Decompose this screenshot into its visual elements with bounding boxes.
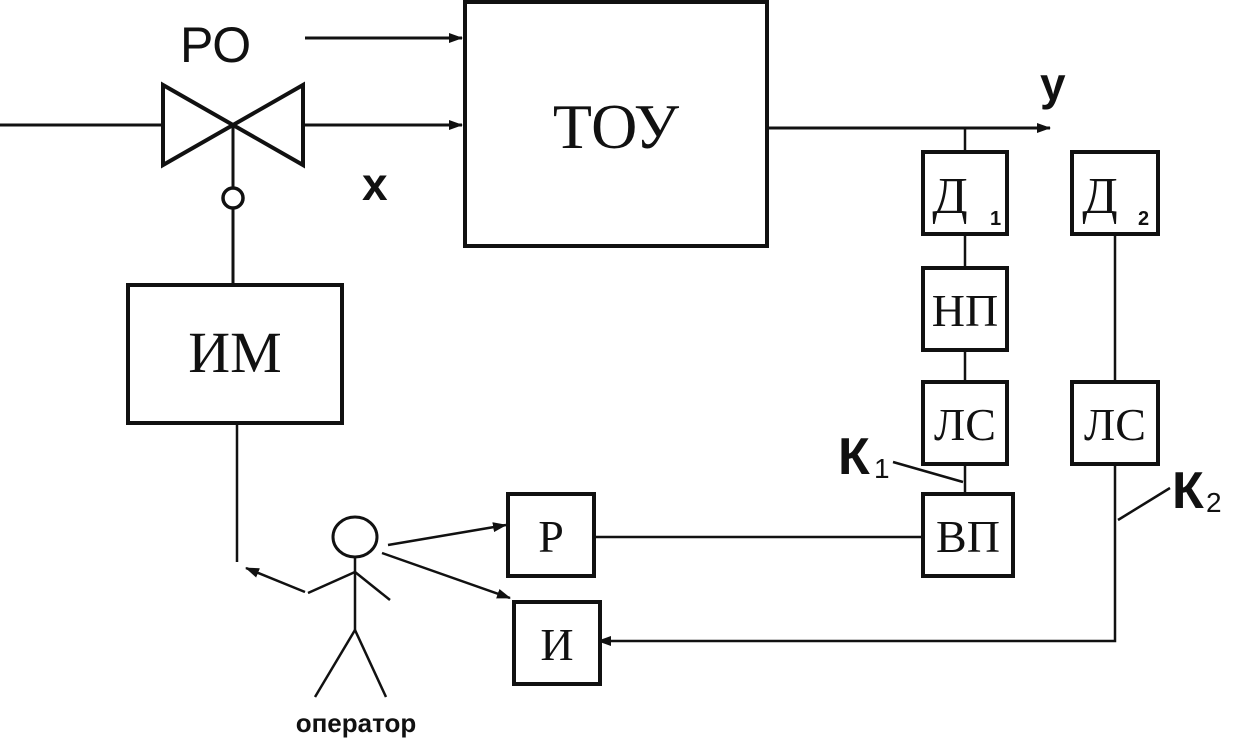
valve-right-triangle	[228, 81, 305, 169]
r-block	[506, 492, 596, 578]
d2-subscript: 2	[1138, 208, 1149, 230]
d1-block	[921, 150, 1009, 236]
np-block	[921, 266, 1009, 352]
d1-subscript: 1	[990, 208, 1001, 230]
y-label: у	[1040, 58, 1066, 110]
d2-block	[1070, 150, 1160, 236]
tou-label: ТОУ	[553, 91, 680, 162]
k1-pointer	[892, 460, 964, 484]
operator-to-i-arrow	[381, 551, 511, 600]
k2-label: К	[1172, 462, 1204, 520]
k2-subscript: 2	[1206, 487, 1222, 518]
ro-label: РО	[180, 17, 251, 73]
k1-subscript: 1	[874, 453, 890, 484]
valve-stem-joint	[221, 186, 245, 210]
ls2-label: ЛС	[1084, 399, 1146, 450]
i-label: И	[540, 619, 573, 670]
operator-figure	[307, 515, 391, 698]
x-label: х	[362, 158, 388, 210]
i-block	[512, 600, 602, 686]
valve-left-triangle	[161, 81, 238, 169]
d1-label: Д	[932, 168, 967, 225]
ls2-block	[1070, 380, 1160, 466]
im-label: ИМ	[188, 320, 281, 385]
vp-block	[921, 492, 1015, 578]
k2-pointer	[1117, 486, 1171, 522]
operator-to-r-arrow	[387, 522, 507, 547]
tou-block	[463, 0, 769, 248]
r-label: Р	[538, 511, 564, 562]
d2-label: Д	[1082, 168, 1117, 225]
ls1-label: ЛС	[934, 399, 996, 450]
k1-label: К	[838, 428, 870, 486]
operator-label: оператор	[296, 708, 417, 738]
np-label: НП	[932, 285, 998, 336]
ls2-to-i-line	[597, 464, 1117, 646]
vp-label: ВП	[936, 511, 1000, 562]
operator-to-im-arrow	[245, 566, 306, 594]
im-block	[126, 283, 344, 425]
